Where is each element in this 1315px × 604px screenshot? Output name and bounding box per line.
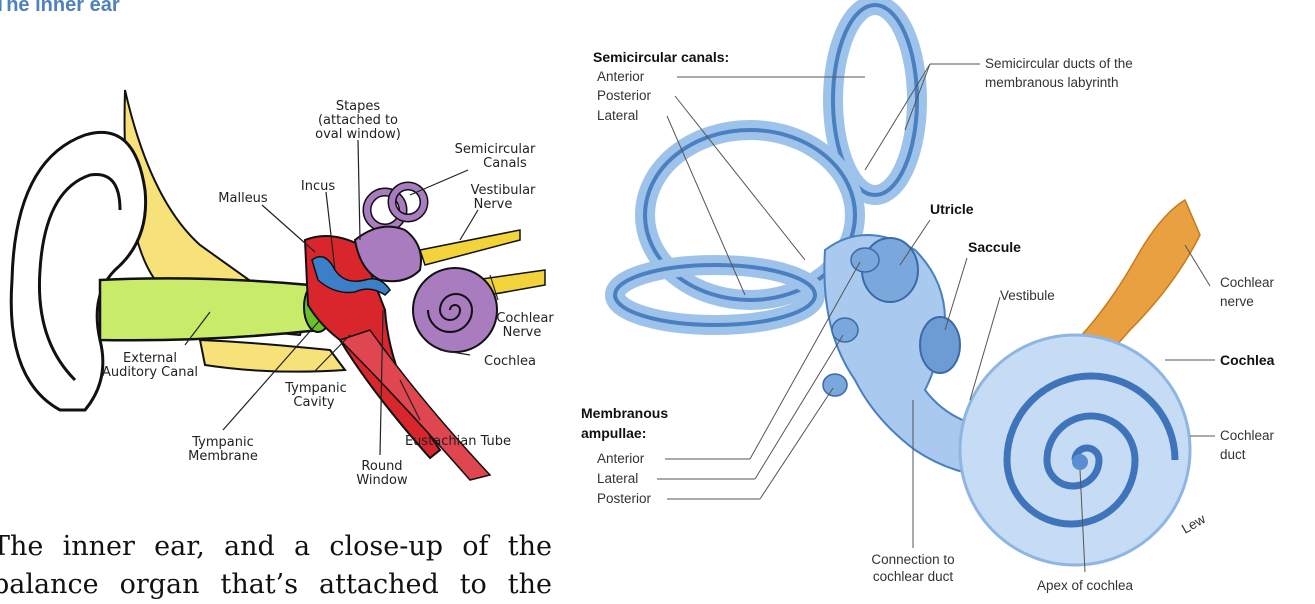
- eustachian-tube-label: Eustachian Tube: [405, 434, 511, 449]
- ampulla-anterior: [851, 248, 879, 272]
- canal-lateral-label: Lateral: [597, 108, 638, 123]
- semicircular-ducts-label-2: membranous labyrinth: [985, 75, 1119, 90]
- caption-line-1: The inner ear, and a close-up of the: [0, 528, 552, 566]
- cochlear-nerve-label-2: nerve: [1220, 294, 1254, 309]
- external-auditory-canal-label-2: Auditory Canal: [102, 365, 198, 380]
- membranous-ampullae-heading-2: ampullae:: [581, 425, 646, 441]
- tympanic-membrane-label: Tympanic: [191, 435, 254, 450]
- incus-label: Incus: [301, 179, 335, 194]
- round-window-label-2: Window: [356, 473, 408, 488]
- malleus-label: Malleus: [218, 191, 268, 206]
- cochlea-label: Cochlea: [484, 354, 536, 369]
- semicircular-canals-heading: Semicircular canals:: [593, 49, 729, 65]
- external-auditory-canal-label: External: [123, 351, 177, 366]
- cochlear-nerve-label: Cochlear: [1220, 275, 1275, 290]
- vestibular-nerve-label-2: Nerve: [474, 197, 513, 212]
- cochlea-shape: [413, 268, 497, 352]
- cochlea-label: Cochlea: [1220, 352, 1275, 368]
- connection-label-2: cochlear duct: [873, 569, 954, 584]
- canal-posterior-label: Posterior: [597, 88, 652, 103]
- saccule-shape: [920, 317, 960, 373]
- auditory-canal-shape: [100, 278, 320, 340]
- semicircular-canals-label: Semicircular: [455, 142, 536, 157]
- apex-label: Apex of cochlea: [1037, 578, 1134, 593]
- ampulla-posterior: [823, 374, 847, 396]
- stapes-label-2: (attached to: [318, 113, 398, 128]
- semicircular-canals-label-2: Canals: [483, 156, 527, 171]
- stapes-label: Stapes: [336, 99, 381, 114]
- stapes-label-3: oval window): [315, 127, 401, 142]
- cochlea-outer: [960, 335, 1190, 565]
- cochlear-duct-label-2: duct: [1220, 447, 1246, 462]
- ampulla-lateral: [832, 318, 858, 342]
- canal-anterior-label: Anterior: [597, 69, 645, 84]
- cochlea-apex: [1072, 454, 1088, 470]
- tympanic-cavity-label-2: Cavity: [293, 395, 334, 410]
- cochlear-duct-label: Cochlear: [1220, 428, 1275, 443]
- ampulla-lateral-label: Lateral: [597, 471, 638, 486]
- ear-anatomy-diagram: Stapes (attached to oval window) Malleus…: [0, 80, 555, 500]
- vestibule-label: Vestibule: [1000, 288, 1055, 303]
- page-title: The inner ear: [0, 0, 120, 17]
- vestibular-nerve-shape: [420, 230, 520, 265]
- connection-label: Connection to: [871, 552, 954, 567]
- ampulla-anterior-label: Anterior: [597, 451, 645, 466]
- lower-bone-shape: [200, 340, 345, 372]
- round-window-label: Round: [361, 459, 402, 474]
- vestibular-nerve-label: Vestibular: [471, 183, 536, 198]
- labyrinth-diagram: Semicircular canals: Anterior Posterior …: [575, 0, 1315, 593]
- cochlear-nerve-label: Cochlear: [496, 311, 554, 326]
- membranous-ampullae-heading: Membranous: [581, 405, 668, 421]
- artist-signature: Lew: [1179, 511, 1208, 536]
- semicircular-ducts-label: Semicircular ducts of the: [985, 56, 1133, 71]
- tympanic-membrane-label-2: Membrane: [188, 449, 258, 464]
- caption-line-2: balance organ that’s attached to the: [0, 566, 552, 604]
- eustachian-tube-shape: [340, 330, 490, 480]
- utricle-label: Utricle: [930, 201, 974, 217]
- saccule-label: Saccule: [968, 239, 1021, 255]
- ampulla-posterior-label: Posterior: [597, 491, 652, 506]
- tympanic-cavity-label: Tympanic: [284, 381, 347, 396]
- cochlear-nerve-label-2: Nerve: [503, 325, 542, 340]
